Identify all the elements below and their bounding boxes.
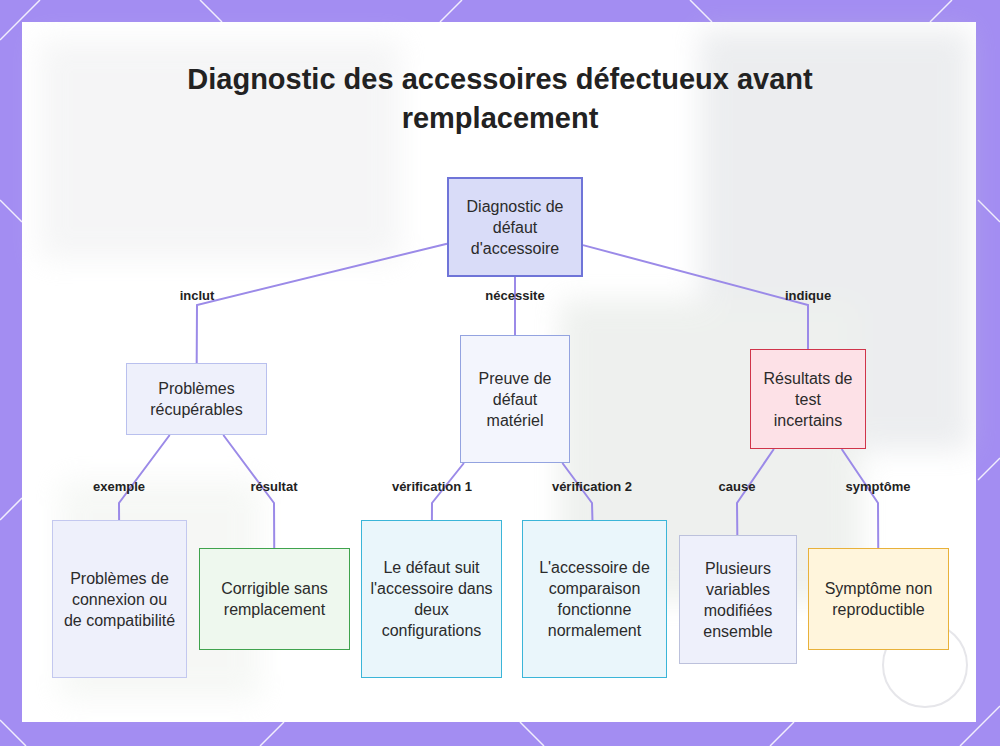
edge-label: nécessite [485,288,544,303]
concept-box: Corrigible sans remplacement [199,548,350,650]
connector-line [514,277,516,335]
concept-box: L'accessoire de comparaison fonctionne n… [522,520,667,678]
diagram-title: Diagnostic des accessoires défectueux av… [150,60,850,138]
connector-line [842,449,879,548]
edge-label: résultat [251,479,298,494]
edge-label: symptôme [845,479,910,494]
connector-line [197,244,447,363]
edge-label: vérification 2 [552,479,632,494]
concept-box: Problèmes de connexion ou de compatibili… [52,520,187,678]
concept-box: Plusieurs variables modifiées ensemble [679,535,797,664]
edge-label: indique [785,288,831,303]
node-label: Preuve de défaut matériel [469,368,561,431]
node-label: Corrigible sans remplacement [208,578,341,620]
node-label: Diagnostic de défaut d'accessoire [457,196,573,259]
concept-box: Le défaut suit l'accessoire dans deux co… [361,520,502,678]
edge-label: vérification 1 [392,479,472,494]
white-panel [22,22,976,722]
node-label: Résultats de test incertains [759,368,857,431]
concept-box: Symptôme non reproductible [808,548,949,650]
node-label: L'accessoire de comparaison fonctionne n… [531,557,658,641]
edge-label: exemple [93,479,145,494]
node-label: Symptôme non reproductible [817,578,940,620]
node-label: Le défaut suit l'accessoire dans deux co… [370,557,493,641]
edge-label: cause [719,479,756,494]
connector-line [119,435,170,520]
concept-box: Preuve de défaut matériel [460,335,570,463]
concept-box: Résultats de test incertains [750,349,866,449]
connector-line [583,245,808,349]
node-label: Problèmes de connexion ou de compatibili… [61,568,178,631]
node-label: Plusieurs variables modifiées ensemble [688,558,788,642]
concept-box: Problèmes récupérables [126,363,267,435]
node-label: Problèmes récupérables [135,378,258,420]
root-box: Diagnostic de défaut d'accessoire [447,177,583,277]
edge-label: inclut [180,288,215,303]
blurred-photo [40,30,970,700]
